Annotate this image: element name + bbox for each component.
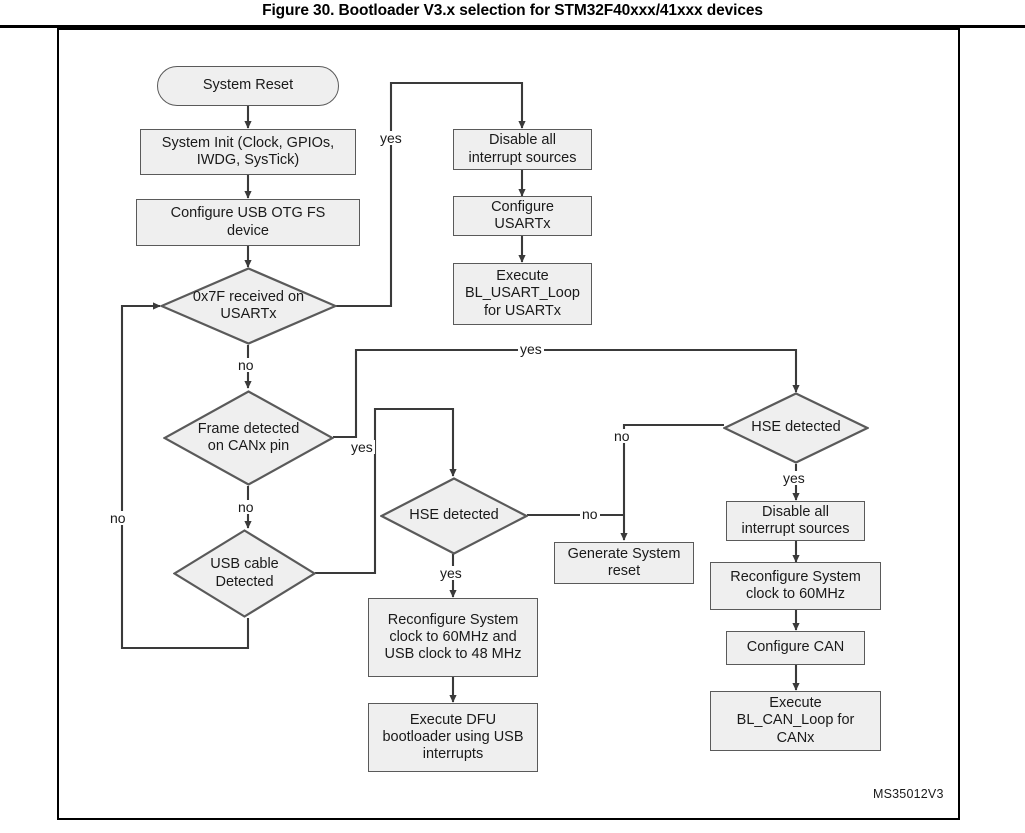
edge-label-text: yes [520, 341, 542, 357]
node-label: Configure USARTx [491, 198, 554, 232]
node-label: Reconfigure System clock to 60MHz [730, 568, 861, 602]
node-reconfigure-system-clock-can: Reconfigure System clock to 60MHz [710, 562, 881, 610]
node-execute-bl-usart-loop: Execute BL_USART_Loop for USARTx [453, 263, 592, 325]
edge-label-text: no [582, 506, 598, 522]
edge-label-text: no [614, 428, 630, 444]
node-label: System Reset [202, 77, 294, 94]
node-label: Disable all interrupt sources [741, 503, 850, 537]
edge-label-text: yes [783, 470, 805, 486]
node-frame-detected-on-canx-pin: Frame detected on CANx pin [163, 390, 334, 486]
node-execute-dfu-bootloader: Execute DFU bootloader using USB interru… [368, 703, 538, 772]
node-label: Frame detected on CANx pin [197, 420, 300, 454]
edge-label-no-can: no [236, 500, 256, 514]
edge-label-text: no [238, 357, 254, 373]
diamond-shape [380, 477, 528, 555]
node-execute-bl-can-loop: Execute BL_CAN_Loop for CANx [710, 691, 881, 751]
diamond-shape [160, 267, 337, 345]
node-system-reset: System Reset [157, 66, 339, 106]
node-label: Execute DFU bootloader using USB interru… [382, 711, 524, 763]
edge-label-yes-can-top: yes [518, 342, 544, 356]
edge-label-text: yes [440, 565, 462, 581]
node-label: Configure USB OTG FS device [170, 205, 326, 239]
node-configure-usartx: Configure USARTx [453, 196, 592, 236]
node-hse-detected-right: HSE detected [723, 392, 869, 464]
node-generate-system-reset: Generate System reset [554, 542, 694, 584]
node-label: Generate System reset [567, 545, 681, 579]
edge-label-yes-can: yes [349, 440, 375, 454]
node-label: Execute BL_USART_Loop for USARTx [464, 268, 580, 319]
node-label: HSE detected [409, 507, 499, 524]
edge-label-no-hse-mid: no [580, 507, 600, 521]
diamond-shape [723, 392, 869, 464]
diamond-shape [163, 390, 334, 486]
node-disable-all-interrupt-sources-usart: Disable all interrupt sources [453, 129, 592, 170]
node-system-init: System Init (Clock, GPIOs, IWDG, SysTick… [140, 129, 356, 175]
node-label: HSE detected [751, 419, 841, 436]
node-label: Execute BL_CAN_Loop for CANx [736, 695, 855, 746]
node-label: 0x7F received on USARTx [192, 288, 305, 322]
node-configure-can: Configure CAN [726, 631, 865, 665]
edge-label-yes-hse-mid: yes [438, 566, 464, 580]
edge-label-text: no [110, 510, 126, 526]
edge-label-no-usart: no [236, 358, 256, 372]
node-label: USB cable Detected [210, 556, 279, 590]
figure-title: Figure 30. Bootloader V3.x selection for… [262, 2, 763, 19]
title-rule [0, 25, 1025, 28]
edge-label-yes-hse-right: yes [781, 471, 807, 485]
edge-label-yes-usart: yes [378, 131, 404, 145]
node-configure-usb-otg: Configure USB OTG FS device [136, 199, 360, 246]
node-0x7f-received-on-usartx: 0x7F received on USARTx [160, 267, 337, 345]
edge-label-text: no [238, 499, 254, 515]
node-reconfigure-system-clock-usb: Reconfigure System clock to 60MHz and US… [368, 598, 538, 677]
node-hse-detected-middle: HSE detected [380, 477, 528, 555]
node-label: Disable all interrupt sources [468, 132, 577, 166]
node-disable-all-interrupt-sources-can: Disable all interrupt sources [726, 501, 865, 541]
edge-label-no-hse-right: no [612, 429, 632, 443]
node-label: Configure CAN [746, 639, 845, 656]
node-label: System Init (Clock, GPIOs, IWDG, SysTick… [161, 134, 335, 168]
edge-label-text: yes [351, 439, 373, 455]
document-code: MS35012V3 [873, 787, 944, 801]
edge-label-text: yes [380, 130, 402, 146]
node-label: Reconfigure System clock to 60MHz and US… [384, 611, 522, 663]
node-usb-cable-detected: USB cable Detected [173, 529, 316, 618]
edge-label-no-loop: no [108, 511, 128, 525]
diamond-shape [173, 529, 316, 618]
